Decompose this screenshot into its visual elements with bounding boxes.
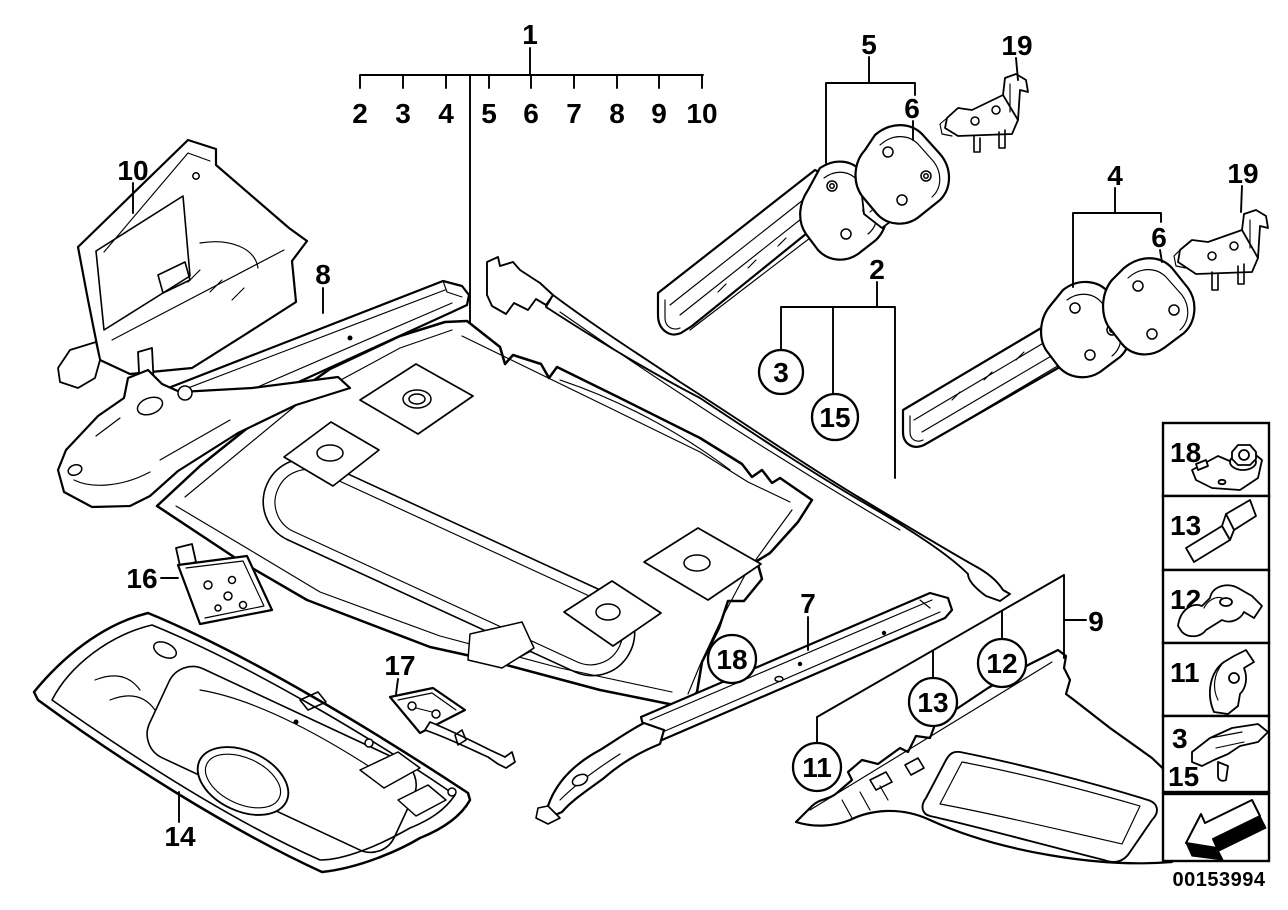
callout-circle-11-label: 11 [802,752,832,783]
direction-arrow-icon [1185,799,1267,861]
cross-member-drawing [56,279,471,509]
callout-circle-12[interactable]: 12 [976,637,1028,689]
callout-circle-3[interactable]: 3 [757,348,805,396]
corner-bracket-icon [1209,649,1255,715]
callout-9-index[interactable]: 9 [651,98,667,129]
floor-panel-drawing [155,319,814,709]
callout-leader-lines [132,47,1243,823]
callout-19-top[interactable]: 19 [1001,30,1032,61]
side-rail-drawing [535,591,954,825]
sidebar-row-3-label: 3 [1172,723,1188,754]
callout-7-index[interactable]: 7 [566,98,582,129]
callout-circle-3-label: 3 [773,357,789,388]
callout-8-index[interactable]: 8 [609,98,625,129]
heel-plate-drawing [486,256,1011,602]
sidebar-row-13[interactable]: 13 [1161,494,1271,572]
callout-circle-11[interactable]: 11 [791,741,843,793]
flange-nut-bracket-icon [1191,444,1263,491]
callout-2[interactable]: 2 [869,254,885,285]
sidebar-row-11-label: 11 [1170,657,1200,688]
drawing-number: 00153994 [1173,869,1266,891]
sidebar-row-11[interactable]: 11 [1161,641,1271,718]
callout-3-index[interactable]: 3 [395,98,411,129]
bracket-19-right-drawing [1173,209,1269,291]
bracket-16-drawing [175,543,274,626]
sidebar-thumbnails: 18 13 12 [1161,421,1271,891]
callout-circle-18-label: 18 [716,644,747,675]
callout-5-index[interactable]: 5 [481,98,497,129]
callout-9[interactable]: 9 [1088,606,1104,637]
callout-6-left[interactable]: 6 [904,93,920,124]
sidebar-row-arrow[interactable] [1161,792,1271,863]
battery-tray-drawing [57,138,309,393]
circled-callouts: 3 15 18 13 12 11 [706,348,1028,793]
sidebar-row-13-label: 13 [1170,510,1201,541]
callout-8[interactable]: 8 [315,259,331,290]
callout-circle-13-label: 13 [917,687,948,718]
callout-circle-15-label: 15 [819,402,850,433]
sidebar-row-18[interactable]: 18 [1161,421,1271,498]
callout-10[interactable]: 10 [117,155,148,186]
bracket-19-top-drawing [939,73,1029,153]
callout-circle-12-label: 12 [986,648,1017,679]
callout-circle-18[interactable]: 18 [706,633,758,685]
crashbox-left-drawing [656,124,951,336]
sidebar-row-12[interactable]: 12 [1161,568,1271,645]
callout-17[interactable]: 17 [384,650,415,681]
callout-labels: 1 2 3 4 5 6 7 8 9 10 5 6 19 4 6 19 10 8 … [117,19,1258,852]
crashbox-right-drawing [901,257,1196,448]
sidebar-row-3-15[interactable]: 3 15 [1161,714,1271,794]
z-bracket-icon [1185,499,1257,563]
callout-6-right[interactable]: 6 [1151,222,1167,253]
callout-14[interactable]: 14 [164,821,196,852]
callout-4[interactable]: 4 [1107,160,1123,191]
callout-7[interactable]: 7 [800,588,816,619]
wheel-arch-drawing [794,648,1180,865]
trunk-floor-drawing [32,611,472,874]
support-bracket-icon [1191,723,1269,782]
callout-6-index[interactable]: 6 [523,98,539,129]
callout-5[interactable]: 5 [861,29,877,60]
sidebar-row-15-label: 15 [1168,761,1199,792]
callout-2-index[interactable]: 2 [352,98,368,129]
callout-circle-15[interactable]: 15 [810,392,860,442]
callout-16[interactable]: 16 [126,563,157,594]
sidebar-row-18-label: 18 [1170,437,1201,468]
callout-1[interactable]: 1 [522,19,538,50]
callout-19-right[interactable]: 19 [1227,158,1258,189]
bracket-17-drawing [388,686,516,769]
clamp-bracket-icon [1177,584,1263,638]
callout-10-index[interactable]: 10 [686,98,717,129]
callout-circle-13[interactable]: 13 [907,676,959,728]
callout-4-index[interactable]: 4 [438,98,454,129]
